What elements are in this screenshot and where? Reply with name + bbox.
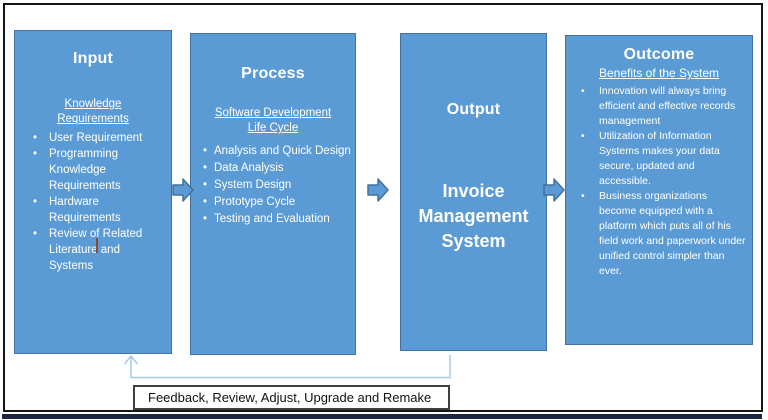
process-subtitle: Software Development Life Cycle [214,107,332,134]
process-bullet: Testing and Evaluation [201,211,351,228]
feedback-label-box: Feedback, Review, Adjust, Upgrade and Re… [133,385,450,410]
output-system-name: Invoice Management System [418,181,529,251]
input-bullet: Hardware Requirements [25,194,165,226]
feedback-label: Feedback, Review, Adjust, Upgrade and Re… [148,390,432,405]
outcome-bullet: Innovation will always bring efficient a… [579,84,746,129]
input-bullet-list: User Requirement Programming Knowledge R… [25,130,165,274]
right-arrow-icon [172,178,194,202]
input-subtitle: Knowledge Requirements [57,98,129,125]
input-bullet: Review of Related Literature and Systems [25,226,165,274]
process-bullet: Analysis and Quick Design [201,143,351,160]
process-bullet: Prototype Cycle [201,194,351,211]
input-box: Input Knowledge Requirements User Requir… [14,30,172,354]
input-bullet: User Requirement [25,130,165,146]
text-cursor [96,238,98,253]
outcome-bullet: Utilization of Information Systems makes… [579,129,746,189]
bottom-edge-strip [2,414,762,419]
process-bullet: System Design [201,177,351,194]
process-bullet-list: Analysis and Quick Design Data Analysis … [201,143,351,228]
process-title: Process [241,65,305,82]
outcome-bullet-list: Innovation will always bring efficient a… [579,84,746,279]
output-box: Output Invoice Management System [400,33,547,351]
outcome-box: Outcome Benefits of the System Innovatio… [565,35,753,345]
process-bullet: Data Analysis [201,160,351,177]
right-arrow-icon [367,178,389,202]
outcome-title: Outcome [623,46,695,63]
outcome-bullet: Business organizations become equipped w… [579,189,746,279]
right-arrow-icon [543,178,565,202]
process-box: Process Software Development Life Cycle … [190,33,356,355]
output-title: Output [446,101,501,118]
outer-frame [3,3,763,412]
outcome-subtitle: Benefits of the System [598,66,720,80]
input-bullet: Programming Knowledge Requirements [25,146,165,194]
input-title: Input [72,50,114,67]
